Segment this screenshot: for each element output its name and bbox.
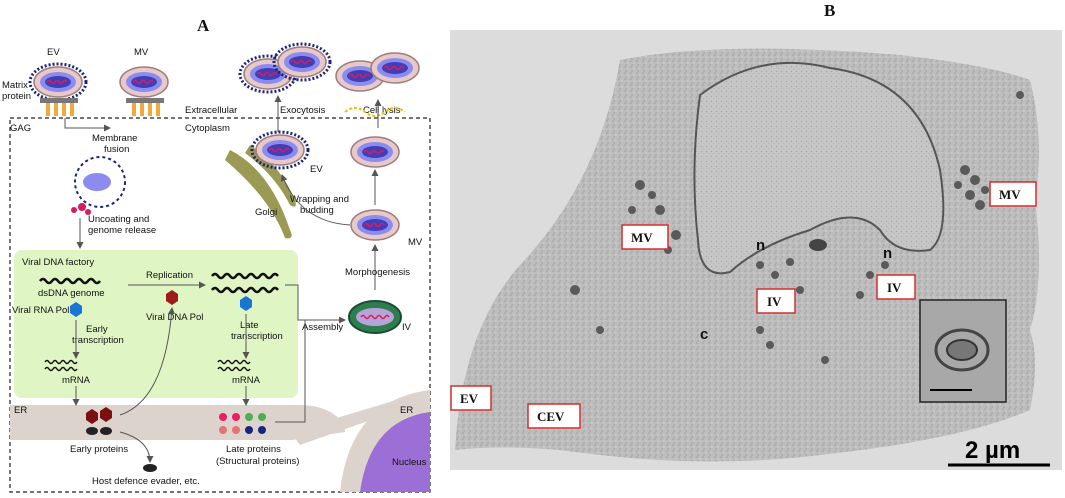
label-late-proteins-2: (Structural proteins) [216,456,299,467]
ev-box [450,385,492,411]
mv-label-left: MV [631,230,653,245]
c-label: c [700,326,708,343]
dsdna-wave [39,277,101,285]
ev-exocytosis-2 [274,44,330,80]
iv-box-left [756,288,796,314]
em-particles [570,91,1024,364]
label-viral-dna-factory: Viral DNA factory [22,257,94,268]
ev-virion-top [30,64,86,100]
label-gag: GAG [10,123,31,134]
label-golgi: Golgi [255,207,277,218]
n-label-right: n [883,245,892,262]
label-er-left: ER [14,405,27,416]
cev-box [527,403,581,429]
label-replication: Replication [146,270,193,281]
label-mrna-late: mRNA [232,375,261,386]
label-iv: IV [402,322,412,333]
iv-label-left: IV [767,294,782,309]
panel-b: B MV MV IV IV EV CEV [450,1,1062,470]
label-ev-top: EV [47,47,60,58]
late-proteins-icon [219,413,227,421]
mv-column-top [350,136,400,168]
cev-label: CEV [537,409,565,424]
label-mv-top: MV [134,47,149,58]
nucleus-shape [360,412,430,492]
label-morphogenesis: Morphogenesis [345,267,410,278]
label-membrane-fusion-1: Membrane [92,133,137,144]
golgi-shape [225,150,292,239]
label-uncoating-2: genome release [88,225,156,236]
label-viral-dna-pol: Viral DNA Pol [146,312,203,323]
label-wrapping-1: Wrapping and [290,194,349,205]
viral-rna-pol-icon [70,302,82,317]
scale-bar-label: 2 µm [965,437,1020,464]
label-ev-golgi: EV [310,164,323,175]
panel-b-title: B [824,1,835,20]
n-label-left: n [756,237,765,254]
label-mv-mid: MV [408,237,423,248]
panel-a-title: A [197,16,210,35]
late-mrna-wave [217,359,251,365]
mv-box-right [989,181,1037,207]
early-protein-1-icon [86,409,98,424]
late-rna-pol-icon [240,296,252,311]
label-cell-lysis: Cell lysis [363,105,401,116]
label-matrix-protein-1: Matrix [2,80,28,91]
label-assembly: Assembly [302,322,343,333]
label-uncoating-1: Uncoating and [88,214,149,225]
label-late-proteins-1: Late proteins [226,444,281,455]
panel-a: A EV MV Matrix protein GAG Extracellular… [2,16,431,493]
label-er-right: ER [400,405,413,416]
ev-golgi [252,132,308,168]
em-nucleus [693,61,945,275]
mv-lysis-2 [370,52,420,84]
mv-virion-top [119,66,169,98]
label-early-transcription-2: transcription [72,335,124,346]
uncoating-virion [74,156,126,208]
mv-box-left [621,224,669,250]
iv-box-right [876,274,916,300]
label-dsdna-genome: dsDNA genome [38,288,105,299]
early-mrna-wave [44,359,78,365]
label-viral-rna-pol: Viral RNA Pol [12,305,69,316]
label-early-proteins: Early proteins [70,444,128,455]
mv-label-right: MV [999,187,1021,202]
label-exocytosis: Exocytosis [280,105,326,116]
label-early-transcription-1: Early [86,324,108,335]
host-defence-protein-icon [143,464,157,472]
label-mrna-early: mRNA [62,375,91,386]
ev-label: EV [460,391,479,406]
label-late-transcription-2: transcription [231,331,283,342]
iv-label-right: IV [887,280,902,295]
label-membrane-fusion-2: fusion [104,144,129,155]
label-nucleus: Nucleus [392,457,427,468]
label-extracellular: Extracellular [185,105,237,116]
label-wrapping-2: budding [300,205,334,216]
viral-dna-pol-icon [166,290,178,305]
label-matrix-protein-2: protein [2,91,31,102]
label-cytoplasm: Cytoplasm [185,123,230,134]
label-host-defence: Host defence evader, etc. [92,476,200,487]
label-late-transcription-1: Late [240,320,259,331]
mv-column-mid [350,209,400,241]
